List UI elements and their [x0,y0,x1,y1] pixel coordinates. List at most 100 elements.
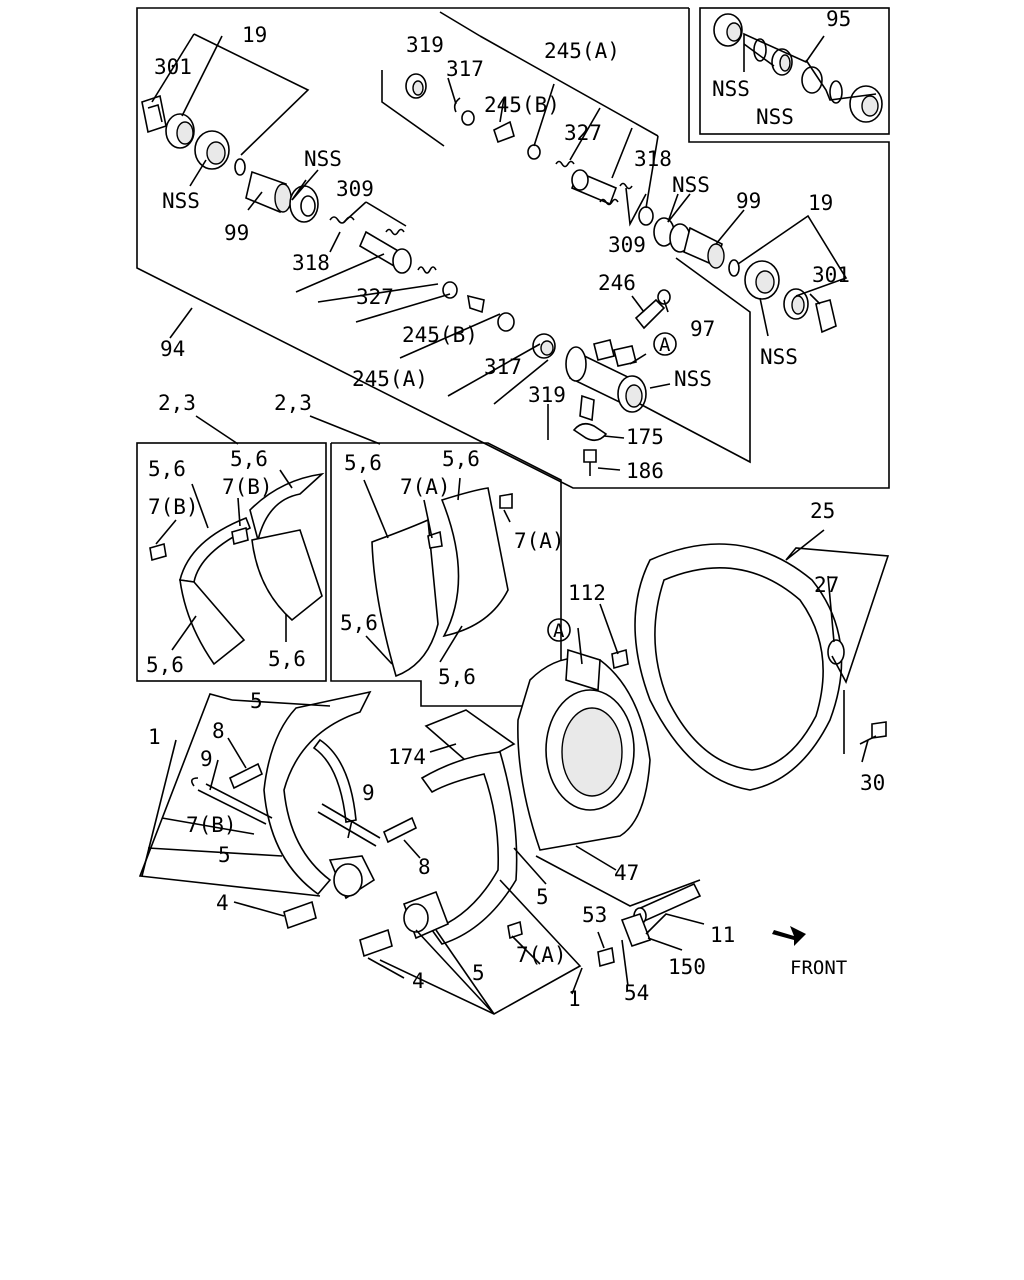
wheel-cylinder-group-frame [136,7,890,489]
clip-175 [572,422,608,442]
callout-label: 99 [736,189,761,213]
callout-label: 186 [626,459,664,483]
callout-label: NSS [304,147,342,171]
bolt-7a-right [499,493,513,509]
oring-left [234,158,246,176]
bolt-186 [583,449,597,476]
lining-left-2 [249,472,325,622]
adjusting-wheel-left [165,113,195,149]
callout-label: 8 [212,719,225,743]
callout-label: 5,6 [340,611,378,635]
callout-label: 30 [860,771,885,795]
callout-label: 301 [154,55,192,79]
bleeder-245b-left [467,294,485,314]
callout-label: 5 [250,689,263,713]
shoe-lining-frame-left [136,442,327,682]
callout-label: 2,3 [158,391,196,415]
callout-label: 317 [446,57,484,81]
callout-label: 25 [810,499,835,523]
clip-317-top [453,97,475,126]
spring-327b [555,160,575,168]
callout-label: 4 [412,969,425,993]
callout-label: 318 [292,251,330,275]
callout-label: 174 [388,745,426,769]
callout-label: 97 [690,317,715,341]
callout-label: 95 [826,7,851,31]
brake-shoe-left [263,690,376,900]
callout-label: 7(A) [400,475,451,499]
callout-label: NSS [756,105,794,129]
callout-label: 8 [418,855,431,879]
seal-cup-right [653,217,691,253]
callout-label: 246 [598,271,636,295]
callout-label: 99 [224,221,249,245]
callout-label: 112 [568,581,606,605]
callout-label: 27 [814,573,839,597]
spring-309b [599,182,633,206]
spring-9-left [190,777,273,825]
leader-lines [138,11,890,1015]
clip-317-left [497,312,515,332]
lining-right-1 [371,518,439,678]
callout-label: 94 [160,337,185,361]
bleeder-245b-top [493,120,515,144]
callout-label: 150 [668,955,706,979]
plug-245b-left [442,281,458,299]
bolt-7b-left [149,542,167,562]
callout-label: 54 [624,981,649,1005]
cap-319-left [532,333,556,359]
callout-label: 245(A) [352,367,428,391]
bushing-right [744,260,780,300]
bolt-7b-right [231,526,249,546]
front-arrow-icon [772,926,806,946]
callout-label: 5 [218,843,231,867]
callout-label: 7(A) [516,943,567,967]
spring-318b [638,206,654,226]
callout-label: 319 [406,33,444,57]
callout-label: NSS [674,367,712,391]
piston-left [245,170,292,214]
bushing-left [194,130,230,170]
callout-label: 317 [484,355,522,379]
pin-4-left [283,900,317,930]
callout-label: 9 [362,781,375,805]
callout-label: A [553,620,565,642]
nss-kit-parts [713,13,883,123]
callout-label: 318 [634,147,672,171]
callout-label: 309 [336,177,374,201]
dust-boot-left [141,94,167,134]
callout-label: 53 [582,903,607,927]
adjusting-wheel-right [783,288,809,320]
pin-8-left [228,762,264,790]
pin-4-right [359,928,393,958]
callout-label: 1 [568,987,581,1011]
callout-label: 2,3 [274,391,312,415]
callout-label: 245(B) [402,323,478,347]
callout-label: 5,6 [268,647,306,671]
callout-label: 7(B) [186,813,237,837]
callout-label: 7(B) [148,495,199,519]
pin-8-right [382,816,418,844]
callout-label: NSS [162,189,200,213]
callout-label: 5,6 [344,451,382,475]
callout-label: 5,6 [230,447,268,471]
callout-label: 11 [710,923,735,947]
bolt-7a-shoe [507,920,523,940]
callout-label: 5,6 [148,457,186,481]
callout-label: 5 [472,961,485,985]
callout-label: FRONT [790,957,847,979]
oring-right [728,259,740,277]
callout-label: A [659,334,671,356]
cap-319-top [405,73,427,99]
wheel-cylinder-body [565,339,647,422]
backing-plate-47 [517,648,651,851]
callout-label: 19 [242,23,267,47]
callout-label: 1 [148,725,161,749]
callout-label: 5 [536,885,549,909]
callout-label: 327 [564,121,602,145]
plug-245a-top [527,144,541,160]
dust-boot-right [815,298,837,334]
callout-label: NSS [672,173,710,197]
bleeder-screw-246 [634,289,671,330]
